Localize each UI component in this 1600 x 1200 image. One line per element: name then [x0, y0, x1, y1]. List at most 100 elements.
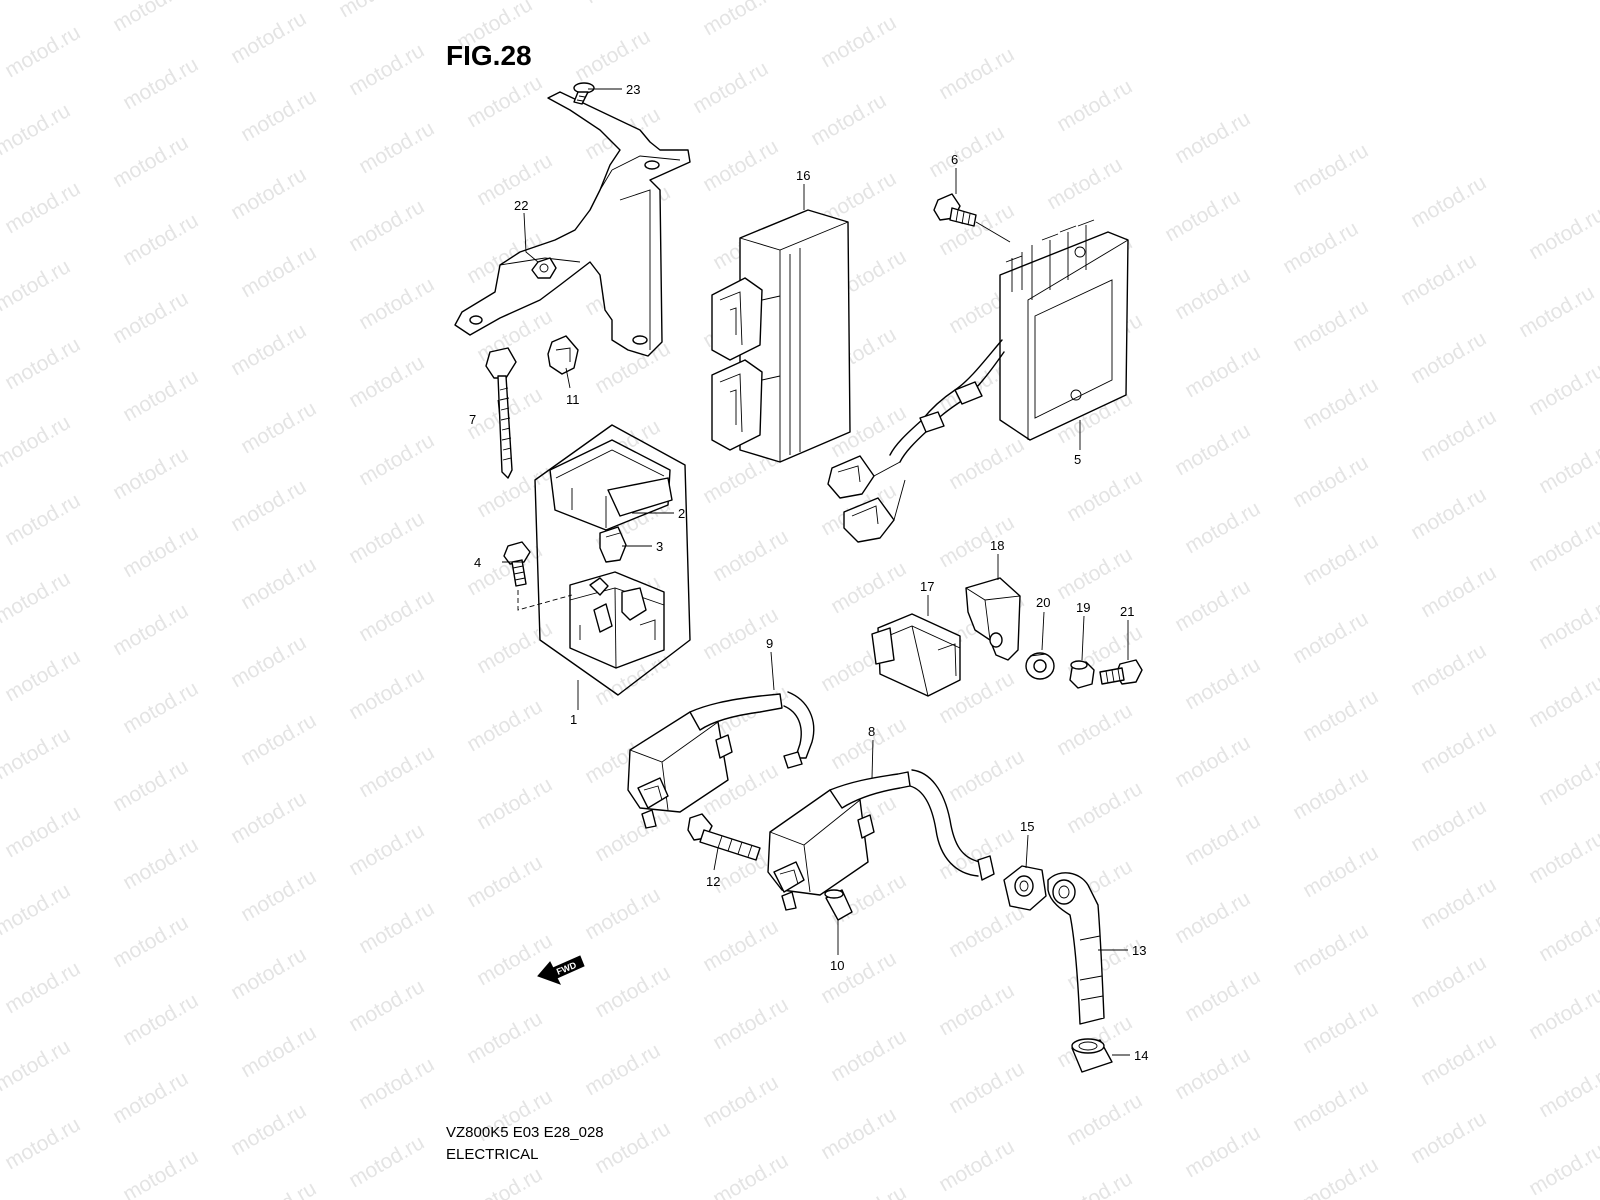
callout-2[interactable]: 2: [678, 506, 685, 521]
part-9-ignition-coil[interactable]: [627, 691, 815, 829]
watermark-text: motod.ru: [1181, 653, 1264, 714]
watermark-text: motod.ru: [119, 989, 202, 1050]
watermark-text: motod.ru: [1525, 671, 1600, 732]
watermark-text: motod.ru: [355, 273, 438, 334]
part-8-ignition-coil[interactable]: [767, 769, 995, 911]
watermark-text: motod.ru: [1417, 1029, 1500, 1090]
watermark-text: motod.ru: [581, 0, 664, 8]
part-4-bolt[interactable]: [503, 541, 573, 611]
callout-5[interactable]: 5: [1074, 452, 1081, 467]
part-13-plug-cap[interactable]: [1047, 872, 1105, 1025]
callout-12[interactable]: 12: [706, 874, 720, 889]
callout-9[interactable]: 9: [766, 636, 773, 651]
callout-7[interactable]: 7: [469, 412, 476, 427]
watermark-text: motod.ru: [345, 975, 428, 1036]
watermark-text: motod.ru: [1, 21, 84, 82]
callout-20[interactable]: 20: [1036, 595, 1050, 610]
part-21-bolt[interactable]: [1099, 659, 1143, 685]
watermark-text: motod.ru: [945, 433, 1028, 494]
watermark-text: motod.ru: [699, 0, 782, 40]
watermark-text: motod.ru: [827, 713, 910, 774]
part-1-relay-assembly[interactable]: [534, 424, 691, 696]
callout-14[interactable]: 14: [1134, 1048, 1148, 1063]
watermark-text: motod.ru: [1, 333, 84, 394]
callout-1[interactable]: 1: [570, 712, 577, 727]
watermark-text: motod.ru: [0, 99, 74, 160]
watermark-text: motod.ru: [817, 11, 900, 72]
part-2-relay-cover[interactable]: [549, 439, 673, 531]
watermark-text: motod.ru: [935, 43, 1018, 104]
part-16-ecm[interactable]: [711, 209, 851, 463]
callout-4[interactable]: 4: [474, 555, 481, 570]
watermark-text: motod.ru: [227, 943, 310, 1004]
watermark-text: motod.ru: [699, 1071, 782, 1132]
watermark-text: motod.ru: [463, 851, 546, 912]
watermark-text: motod.ru: [355, 117, 438, 178]
watermark-text: motod.ru: [355, 741, 438, 802]
part-5-regulator-rectifier[interactable]: [827, 219, 1129, 543]
callout-23[interactable]: 23: [626, 82, 640, 97]
watermark-text: motod.ru: [699, 603, 782, 664]
part-7-cable-tie[interactable]: [485, 347, 517, 479]
watermark-text: motod.ru: [1053, 699, 1136, 760]
watermark-text: motod.ru: [1171, 1043, 1254, 1104]
callout-11[interactable]: 11: [566, 392, 580, 407]
watermark-text: motod.ru: [1063, 777, 1146, 838]
part-20-grommet[interactable]: [1025, 652, 1055, 680]
watermark-text: motod.ru: [1535, 1061, 1600, 1122]
part-14-seal[interactable]: [1071, 1038, 1113, 1073]
callout-21[interactable]: 21: [1120, 604, 1134, 619]
watermark-text: motod.ru: [237, 397, 320, 458]
watermark-text: motod.ru: [1063, 1089, 1146, 1150]
part-11-clamp[interactable]: [547, 335, 579, 375]
callout-13[interactable]: 13: [1132, 943, 1146, 958]
callout-10[interactable]: 10: [830, 958, 844, 973]
watermark-text: motod.ru: [473, 929, 556, 990]
watermark-text: motod.ru: [237, 709, 320, 770]
watermark-text: motod.ru: [0, 567, 74, 628]
callout-22[interactable]: 22: [514, 198, 528, 213]
watermark-text: motod.ru: [109, 0, 192, 36]
part-10-cap[interactable]: [824, 889, 853, 921]
watermark-text: motod.ru: [463, 695, 546, 756]
part-15-grommet[interactable]: [1003, 865, 1047, 911]
watermark-text: motod.ru: [345, 507, 428, 568]
watermark-text: motod.ru: [237, 865, 320, 926]
watermark-text: motod.ru: [1299, 529, 1382, 590]
callout-8[interactable]: 8: [868, 724, 875, 739]
watermark-text: motod.ru: [1299, 373, 1382, 434]
watermark-text: motod.ru: [1407, 951, 1490, 1012]
part-22-bracket[interactable]: [454, 91, 691, 357]
callout-16[interactable]: 16: [796, 168, 810, 183]
watermark-text: motod.ru: [827, 557, 910, 618]
watermark-text: motod.ru: [1279, 217, 1362, 278]
watermark-text: motod.ru: [345, 663, 428, 724]
watermark-text: motod.ru: [237, 1177, 320, 1200]
watermark-text: motod.ru: [1299, 685, 1382, 746]
part-12-bolt[interactable]: [687, 813, 761, 861]
watermark-text: motod.ru: [1535, 905, 1600, 966]
watermark-text: motod.ru: [935, 823, 1018, 884]
callout-6[interactable]: 6: [951, 152, 958, 167]
callout-15[interactable]: 15: [1020, 819, 1034, 834]
part-3-fuse[interactable]: [599, 526, 627, 563]
watermark-text: motod.ru: [1525, 983, 1600, 1044]
watermark-text: motod.ru: [1525, 359, 1600, 420]
watermark-text: motod.ru: [463, 1007, 546, 1068]
watermark-text: motod.ru: [1, 957, 84, 1018]
part-17-turn-signal-relay[interactable]: [871, 613, 961, 697]
watermark-text: motod.ru: [119, 53, 202, 114]
callout-18[interactable]: 18: [990, 538, 1004, 553]
callout-3[interactable]: 3: [656, 539, 663, 554]
watermark-text: motod.ru: [591, 805, 674, 866]
callout-17[interactable]: 17: [920, 579, 934, 594]
part-6-bolt[interactable]: [933, 193, 1011, 243]
watermark-text: motod.ru: [227, 1099, 310, 1160]
watermark-text: motod.ru: [345, 195, 428, 256]
part-23-screw[interactable]: [573, 82, 595, 105]
watermark-text: motod.ru: [1525, 203, 1600, 264]
part-19-collar[interactable]: [1069, 660, 1095, 689]
part-18-relay-bracket[interactable]: [965, 577, 1021, 661]
watermark-text: motod.ru: [473, 461, 556, 522]
callout-19[interactable]: 19: [1076, 600, 1090, 615]
